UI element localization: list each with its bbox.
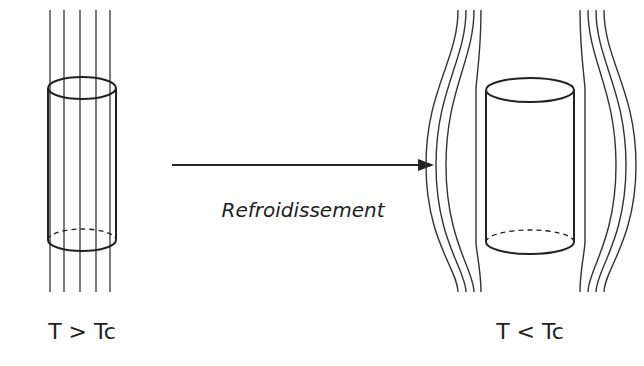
cylinder-normal: [48, 77, 116, 251]
process-label: Refroidissement: [222, 198, 385, 222]
cylinder-superconducting: [486, 78, 574, 254]
state-label: T > Tc: [48, 319, 116, 345]
cooling-arrow: [172, 159, 434, 171]
state-label: T < Tc: [496, 319, 564, 345]
field-lines-expelled: [426, 10, 636, 292]
